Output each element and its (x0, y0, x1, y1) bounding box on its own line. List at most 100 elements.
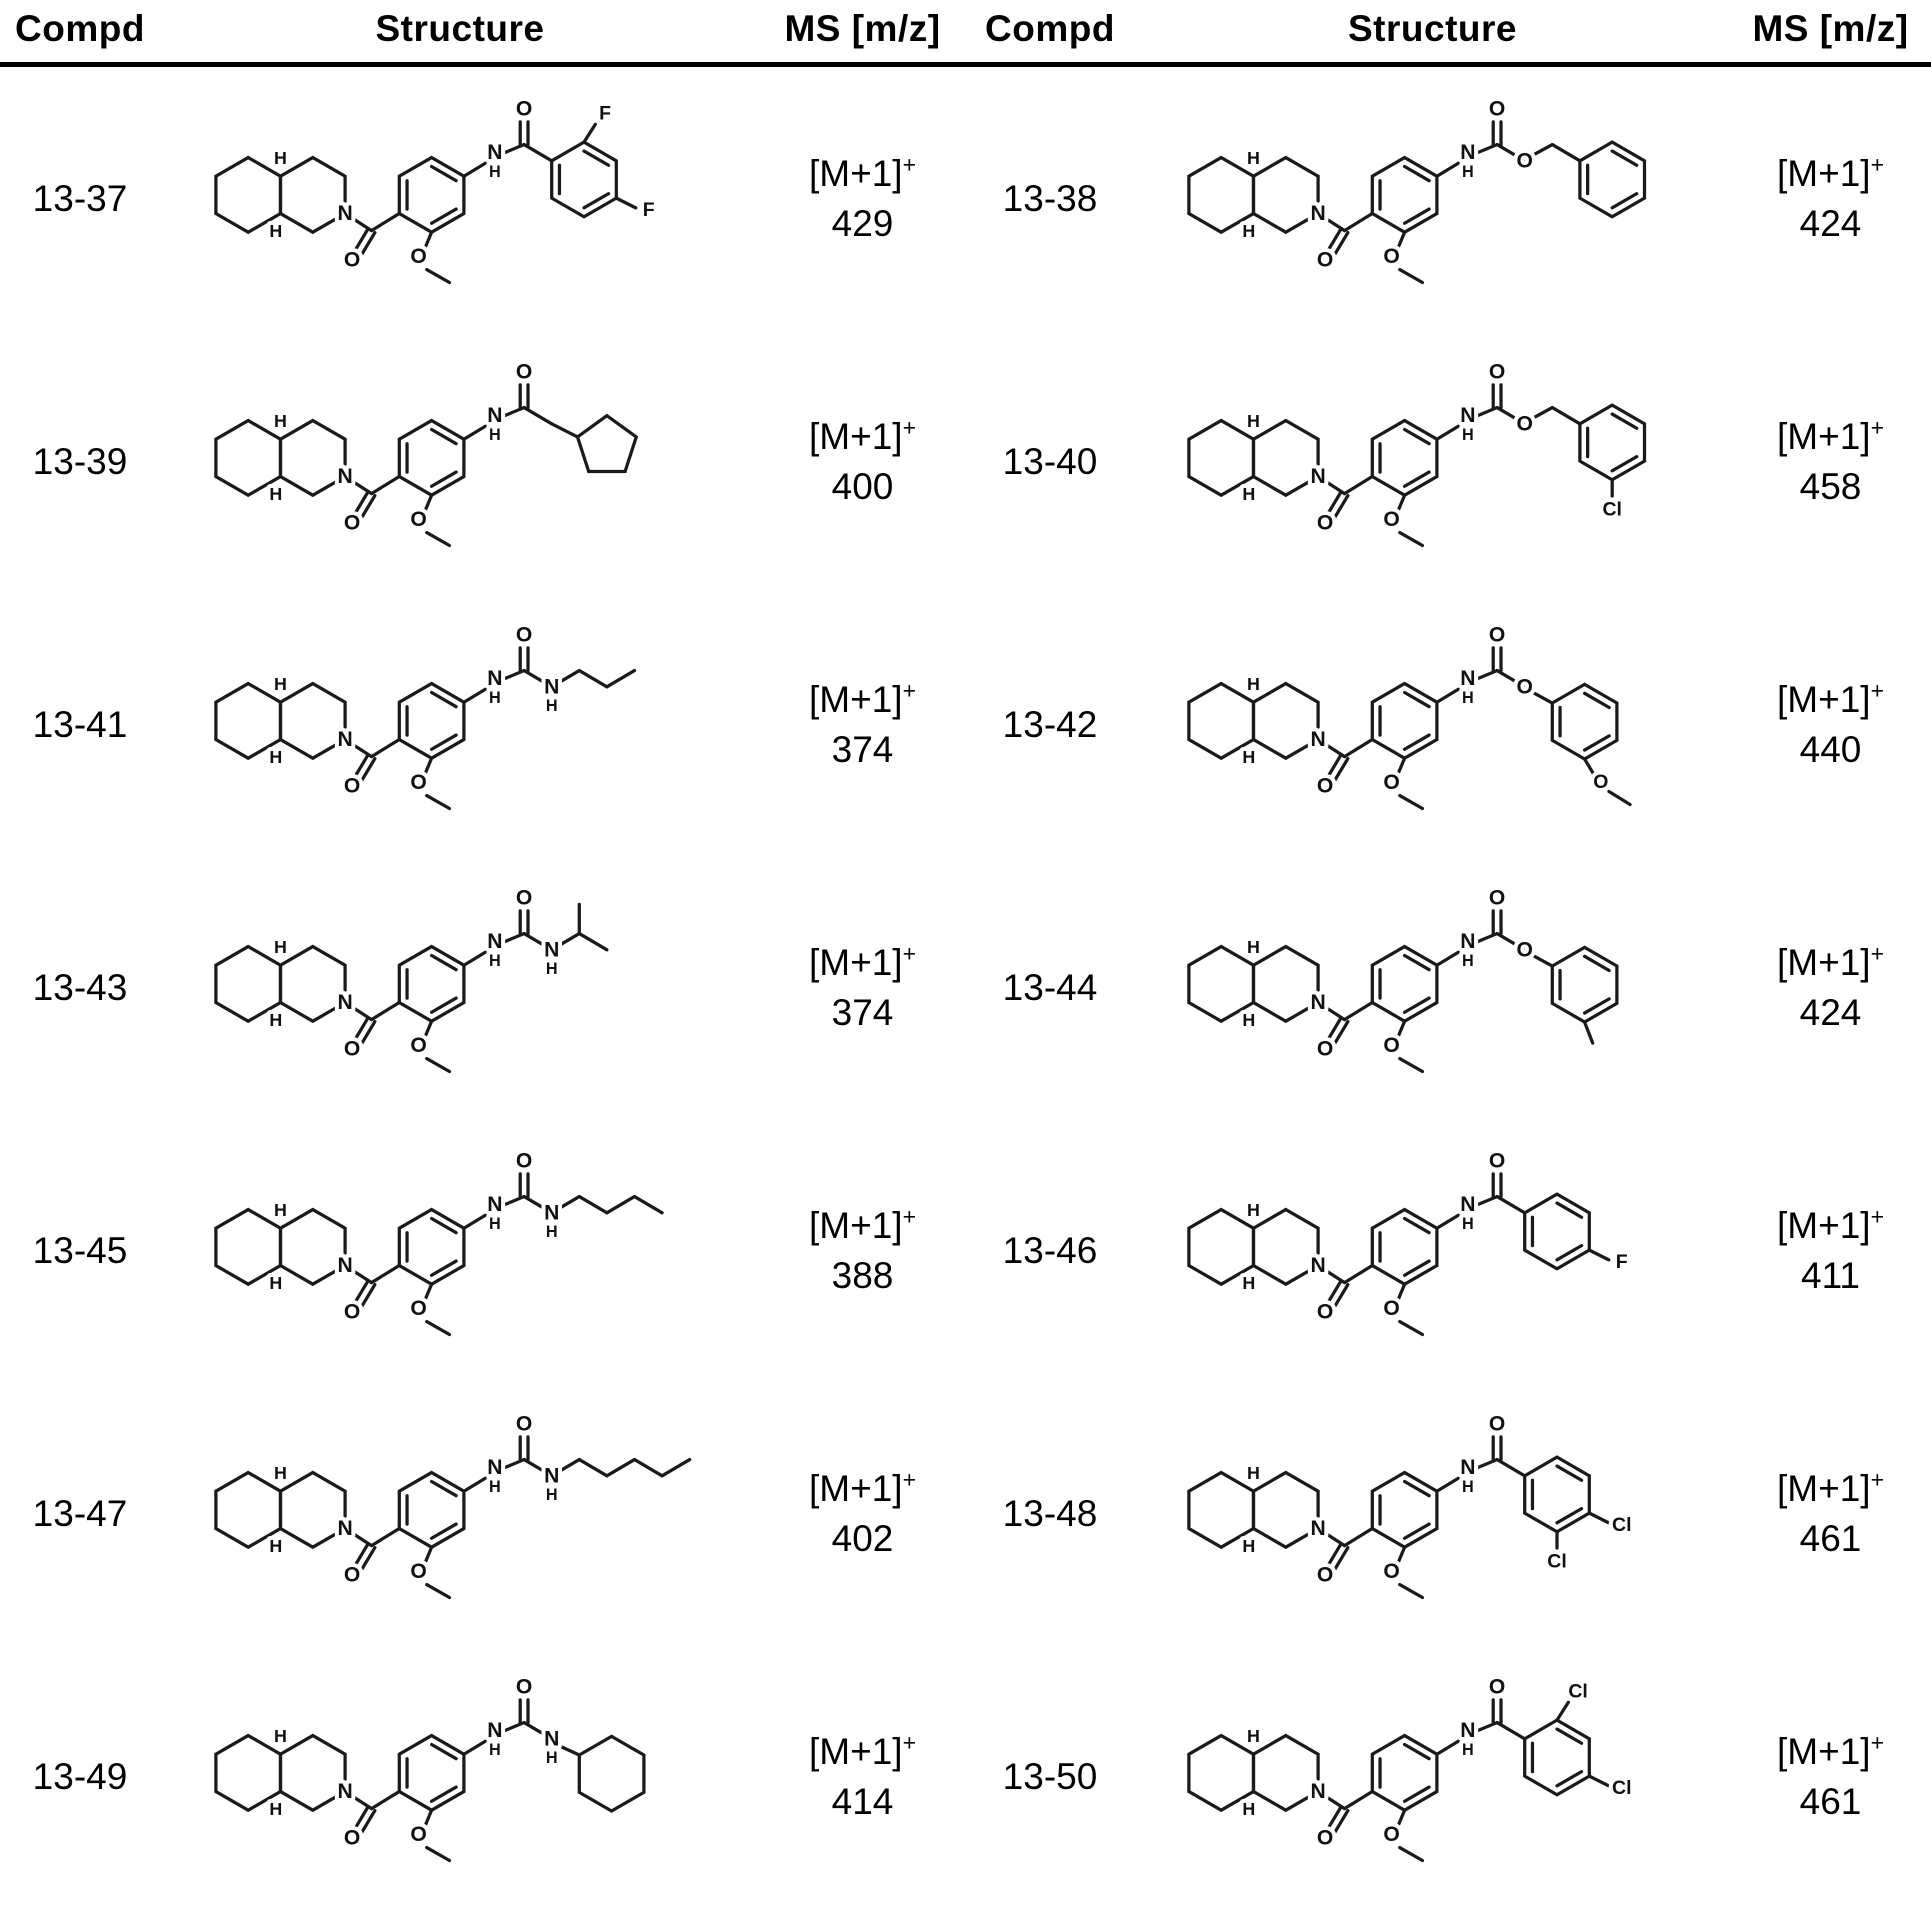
svg-text:H: H (489, 163, 501, 181)
compound-id: 13-40 (1002, 440, 1098, 482)
svg-text:O: O (516, 1150, 532, 1173)
svg-text:N: N (337, 1780, 352, 1803)
svg-text:N: N (1310, 202, 1325, 225)
svg-text:Cl: Cl (1568, 1681, 1587, 1703)
compound-id: 13-37 (32, 177, 128, 219)
svg-text:O: O (344, 1038, 360, 1061)
svg-text:H: H (1247, 1200, 1260, 1220)
svg-text:O: O (410, 1560, 426, 1583)
svg-text:H: H (1247, 937, 1260, 957)
ms-ion-label: [M+1]+ (1776, 1466, 1884, 1509)
svg-text:N: N (487, 931, 502, 954)
svg-text:N: N (544, 1728, 559, 1751)
ms-ion-label: [M+1]+ (808, 940, 916, 983)
svg-text:O: O (1383, 508, 1399, 531)
ms-cell: [M+1]+ 402 (760, 1464, 965, 1564)
svg-text:H: H (269, 747, 282, 767)
svg-text:O: O (1516, 939, 1532, 962)
svg-text:H: H (274, 411, 287, 431)
svg-text:N: N (337, 1254, 352, 1277)
svg-text:O: O (516, 887, 532, 910)
ms-superscript: + (902, 1466, 916, 1493)
svg-text:H: H (274, 148, 287, 168)
ms-superscript: + (1870, 1203, 1884, 1230)
svg-text:H: H (1242, 1536, 1255, 1556)
svg-text:N: N (487, 405, 502, 428)
ms-ion-label: [M+1]+ (808, 677, 916, 720)
svg-text:N: N (1460, 1457, 1475, 1480)
compound-id: 13-46 (1002, 1229, 1098, 1271)
svg-text:H: H (269, 1536, 282, 1556)
header-ms-right: MS [m/z] (1752, 8, 1909, 49)
svg-text:O: O (344, 512, 360, 535)
svg-text:N: N (1460, 1194, 1475, 1217)
svg-text:H: H (1247, 1463, 1260, 1483)
svg-text:H: H (546, 1487, 558, 1505)
ms-cell: [M+1]+ 424 (1730, 938, 1931, 1038)
compound-id: 13-45 (32, 1229, 128, 1271)
svg-text:O: O (516, 1413, 532, 1436)
svg-text:O: O (1316, 249, 1332, 272)
ms-superscript: + (1870, 677, 1884, 704)
compound-id: 13-43 (32, 966, 128, 1008)
svg-text:N: N (1310, 728, 1325, 751)
svg-text:O: O (344, 1301, 360, 1324)
svg-text:N: N (487, 668, 502, 691)
ms-ion-label: [M+1]+ (808, 414, 916, 457)
svg-text:O: O (344, 1564, 360, 1587)
svg-text:H: H (1242, 484, 1255, 504)
ms-superscript: + (902, 414, 916, 441)
compound-id: 13-41 (32, 703, 128, 745)
ms-cell: [M+1]+ 429 (760, 149, 965, 249)
svg-text:O: O (344, 1827, 360, 1850)
svg-text:N: N (337, 1517, 352, 1540)
ms-cell: [M+1]+ 374 (760, 675, 965, 775)
svg-text:N: N (487, 142, 502, 165)
svg-text:O: O (1316, 775, 1332, 798)
svg-text:Cl: Cl (1612, 1514, 1631, 1536)
svg-text:O: O (344, 775, 360, 798)
svg-text:O: O (1516, 150, 1532, 173)
svg-text:O: O (1488, 1150, 1504, 1173)
ms-ion-label: [M+1]+ (808, 1203, 916, 1246)
svg-text:N: N (487, 1194, 502, 1217)
svg-text:O: O (516, 624, 532, 647)
ms-cell: [M+1]+ 414 (760, 1727, 965, 1827)
svg-text:N: N (487, 1720, 502, 1743)
svg-text:O: O (1516, 676, 1532, 699)
svg-text:H: H (269, 1010, 282, 1030)
svg-text:Cl: Cl (1547, 1551, 1566, 1573)
svg-text:N: N (337, 991, 352, 1014)
svg-text:O: O (410, 1297, 426, 1320)
svg-text:N: N (1460, 931, 1475, 954)
svg-text:O: O (1593, 772, 1608, 794)
ms-superscript: + (902, 1729, 916, 1756)
svg-text:H: H (489, 1215, 501, 1233)
ms-ion-label: [M+1]+ (1776, 1203, 1884, 1246)
svg-text:H: H (1242, 747, 1255, 767)
svg-text:H: H (1462, 1215, 1474, 1233)
svg-text:N: N (487, 1457, 502, 1480)
svg-text:H: H (1247, 1726, 1260, 1746)
svg-text:O: O (516, 98, 532, 121)
ms-ion-label: [M+1]+ (1776, 414, 1884, 457)
ms-superscript: + (1870, 1729, 1884, 1756)
ms-ion-label: [M+1]+ (808, 1729, 916, 1772)
svg-text:H: H (274, 1463, 287, 1483)
ms-value: 400 (831, 465, 894, 507)
